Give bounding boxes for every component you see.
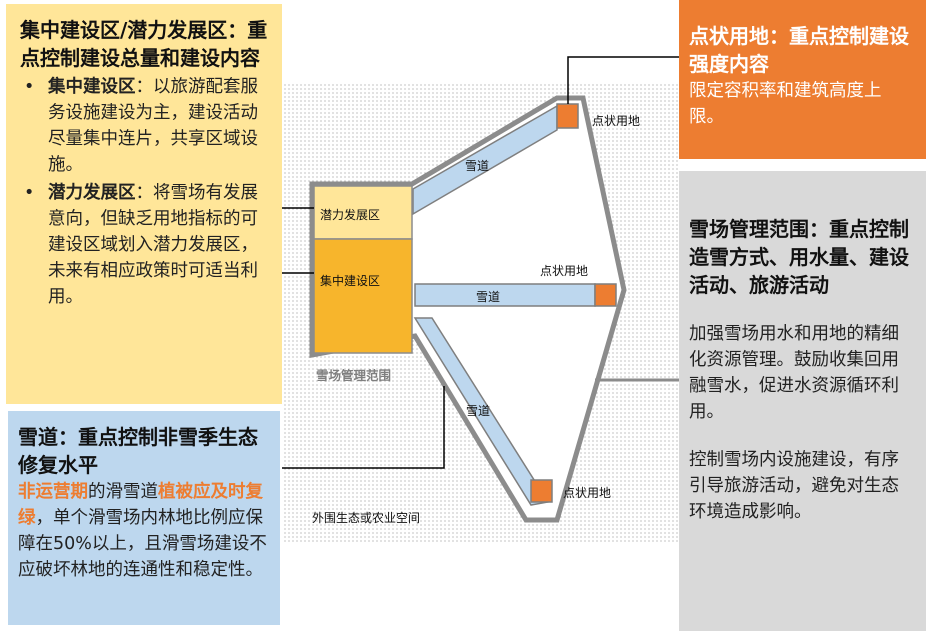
ski-area-management-text-2: 控制雪场内设施建设，有序引导旅游活动，避免对生态环境造成影响。 [689, 450, 899, 522]
connector-point-land [567, 56, 679, 104]
ski-area-management-panel: 雪场管理范围：重点控制造雪方式、用水量、建设活动、旅游活动 加强雪场用水和用地的… [679, 171, 926, 631]
point-land-text: 限定容积率和建筑高度上限。 [689, 81, 882, 127]
build-zone-list: 集中建设区：以旅游配套服务设施建设为主，建设活动尽量集中连片，共享区域设施。 潜… [20, 74, 268, 310]
ski-trail-middle [414, 283, 596, 307]
ski-area-management-text-1: 加强雪场用水和用地的精细化资源管理。鼓励收集回用融雪水，促进水资源循环利用。 [689, 324, 899, 422]
point-land-top [556, 103, 579, 129]
trail-label-middle: 雪道 [476, 290, 501, 304]
trail-label-upper: 雪道 [465, 159, 490, 173]
list-item: 潜力发展区：将雪场有发展意向，但缺乏用地指标的可建设区域划入潜力发展区，未来有相… [24, 180, 268, 310]
core-zone-text: ：以旅游配套服务设施建设为主，建设活动尽量集中连片，共享区域设施。 [48, 77, 258, 175]
point-land-bottom [530, 479, 553, 503]
potential-zone-text: ：将雪场有发展意向，但缺乏用地指标的可建设区域划入潜力发展区，未来有相应政策时可… [48, 183, 258, 307]
point-land-label-middle: 点状用地 [540, 264, 589, 278]
connector-trail [282, 386, 445, 469]
point-land-label-top: 点状用地 [592, 114, 641, 128]
non-operating-period-highlight: 非运营期 [18, 482, 88, 502]
build-zone-panel: 集中建设区/潜力发展区：重点控制建设总量和建设内容 集中建设区：以旅游配套服务设… [6, 4, 282, 404]
potential-zone-label: 潜力发展区 [320, 208, 381, 222]
outer-space-label: 外围生态或农业空间 [312, 511, 421, 525]
ski-trail-upper [412, 104, 558, 216]
core-zone-label: 集中建设区 [320, 274, 381, 288]
point-land-middle [594, 283, 617, 307]
trail-label-lower: 雪道 [466, 404, 491, 418]
core-zone-term: 集中建设区 [48, 77, 136, 97]
build-zone-title: 集中建设区/潜力发展区：重点控制建设总量和建设内容 [20, 18, 268, 70]
list-item: 集中建设区：以旅游配套服务设施建设为主，建设活动尽量集中连片，共享区域设施。 [24, 74, 268, 178]
revegetation-highlight: 植被应及时复绿 [18, 482, 263, 528]
ski-trail-title: 雪道：重点控制非雪季生态修复水平 [18, 425, 258, 477]
ski-trail-text-1: 的滑雪道 [88, 482, 158, 502]
ski-area-management-title: 雪场管理范围：重点控制造雪方式、用水量、建设活动、旅游活动 [689, 217, 909, 297]
point-land-panel: 点状用地：重点控制建设强度内容 限定容积率和建筑高度上限。 [679, 0, 926, 159]
ski-trail-text-2: ，单个滑雪场内林地比例应保障在50%以上，且滑雪场建设不应破坏林地的连通性和稳定… [18, 508, 267, 580]
core-construction-zone [313, 238, 413, 354]
point-land-title: 点状用地：重点控制建设强度内容 [689, 24, 909, 76]
potential-development-zone [313, 185, 413, 240]
point-land-label-bottom: 点状用地 [563, 486, 612, 500]
ski-area-boundary-label: 雪场管理范围 [316, 368, 392, 383]
potential-zone-term: 潜力发展区 [48, 183, 136, 203]
ski-trail-text: 非运营期的滑雪道植被应及时复绿，单个滑雪场内林地比例应保障在50%以上，且滑雪场… [18, 479, 270, 583]
ski-trail-panel: 雪道：重点控制非雪季生态修复水平 非运营期的滑雪道植被应及时复绿，单个滑雪场内林… [8, 411, 280, 625]
